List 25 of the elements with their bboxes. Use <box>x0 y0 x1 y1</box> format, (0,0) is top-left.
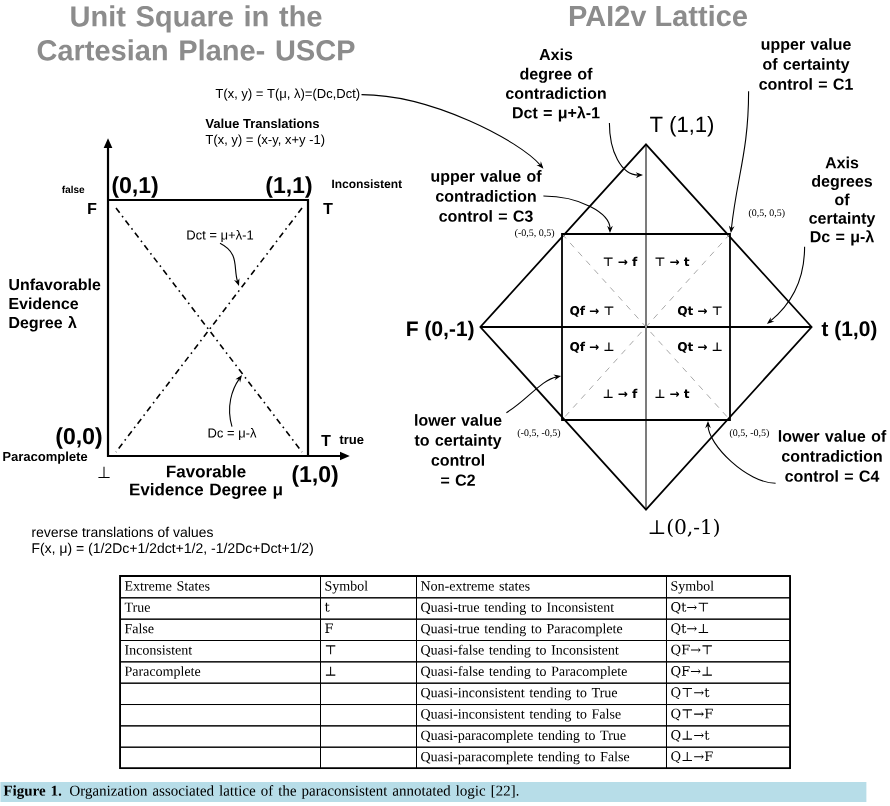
leader-line <box>219 242 240 286</box>
leader-line <box>608 122 643 178</box>
vertex-label: T <box>323 203 333 214</box>
vertex-label: t (1,0) <box>821 320 877 341</box>
annotation-text: upper value of contradiction control = C3 <box>431 170 542 222</box>
axis-label: Unfavorable Evidence Degree λ <box>9 278 101 332</box>
vertex-label: F <box>88 203 97 214</box>
vertex-label: ⊥(0,-1) <box>649 518 719 538</box>
annotation-text: lower value to certainty control = C2 <box>414 414 502 486</box>
annotation-text: upper value of certainty control = C1 <box>759 38 853 90</box>
coordinate-label: (0,1) <box>112 176 158 198</box>
annotation-text: lower value of contradiction control = C4 <box>778 430 887 482</box>
heading: Unit Square in the Cartesian Plane- USCP <box>37 5 355 61</box>
coordinate-label: (0,0) <box>56 427 102 449</box>
axis-label: Favorable Evidence Degree μ <box>130 465 282 499</box>
vertex-label: T <box>321 435 331 446</box>
vertex-label: ⊥ <box>98 466 110 478</box>
coordinate-label: (1,0) <box>292 465 338 487</box>
vertex-label: T (1,1) <box>650 116 713 137</box>
heading: PAI2v Lattice <box>569 5 747 27</box>
leader-line <box>229 375 242 428</box>
annotation-text: Axis degree of contradiction Dct = μ+λ-1 <box>505 48 606 122</box>
vertex-label: F (0,-1) <box>407 320 474 341</box>
coordinate-label: (1,1) <box>266 176 312 198</box>
annotation-text: Axis degrees of certainty Dc = μ-λ <box>809 156 876 246</box>
